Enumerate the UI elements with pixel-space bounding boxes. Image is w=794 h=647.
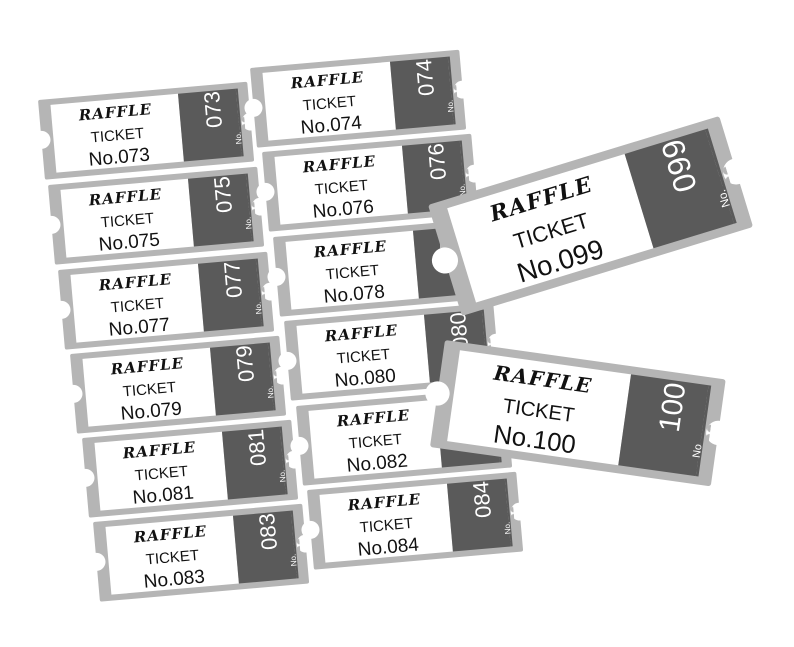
ticket-stub: No.079 (209, 342, 276, 416)
ticket-stub: No.081 (221, 426, 288, 500)
ticket-stub: No.084 (446, 478, 513, 552)
ticket-stub: No.074 (389, 56, 456, 130)
stub-number: 079 (230, 344, 260, 383)
stub-number: 100 (651, 380, 693, 435)
stub-number: 075 (208, 175, 238, 214)
stub-number: 077 (218, 260, 248, 299)
ticket-stub: No.083 (232, 510, 299, 584)
stub-number: 073 (198, 90, 228, 129)
stub-number: 074 (410, 58, 440, 97)
stub-number: 083 (253, 512, 283, 551)
stub-number: 076 (422, 142, 452, 181)
stub-number: 081 (242, 428, 272, 467)
ticket-stub: No.075 (187, 173, 254, 247)
ticket-stub: No.073 (177, 88, 244, 162)
stub-number: 084 (467, 480, 497, 519)
stub-number: 099 (653, 135, 705, 197)
ticket-stub: No.077 (197, 258, 264, 332)
